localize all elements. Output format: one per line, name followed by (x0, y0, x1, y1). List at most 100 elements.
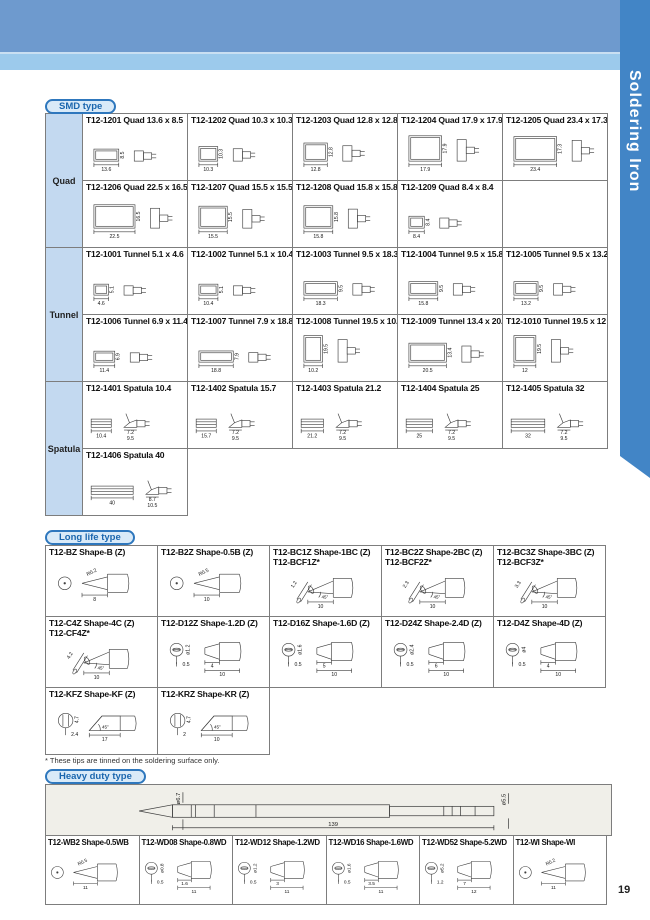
svg-text:13.2: 13.2 (521, 301, 531, 307)
svg-text:4: 4 (210, 664, 213, 670)
cell-title: T12-1405 Spatula 32 (506, 383, 585, 393)
svg-text:9.5: 9.5 (539, 285, 545, 292)
svg-text:R0.2: R0.2 (85, 568, 97, 578)
svg-text:ø1.2: ø1.2 (185, 645, 191, 655)
cell-title: T12-KRZ Shape-KR (Z) (161, 689, 250, 699)
svg-text:40: 40 (109, 501, 115, 507)
svg-text:ø1.2: ø1.2 (252, 863, 258, 873)
section-side-tab: Soldering Iron (620, 0, 650, 478)
empty-cell (381, 687, 494, 755)
svg-text:45°: 45° (97, 666, 104, 671)
cell-title: T12-1006 Tunnel 6.9 x 11.4 (86, 316, 188, 326)
cell-title: T12-1209 Quad 8.4 x 8.4 (401, 182, 494, 192)
svg-text:9.5: 9.5 (339, 436, 346, 441)
cell-title: T12-WD08 Shape-0.8WD (141, 838, 227, 847)
cell-title: T12-C4Z Shape-4C (Z) (49, 618, 135, 628)
tip-diagram: 10.2 19.5 (296, 327, 394, 380)
cell-title: T12-BC2Z Shape-2BC (Z) (385, 547, 483, 557)
cell-title: T12-1002 Tunnel 5.1 x 10.4 (191, 249, 293, 259)
cell-title: T12-B2Z Shape-0.5B (Z) (161, 547, 254, 557)
svg-text:4.6: 4.6 (98, 301, 105, 307)
svg-text:10.2: 10.2 (308, 368, 318, 374)
cell-title-alt: T12-CF4Z* (49, 627, 90, 638)
svg-text:4.7: 4.7 (186, 716, 192, 723)
long-life-type-badge: Long life type (45, 530, 135, 545)
svg-text:17.9: 17.9 (443, 144, 449, 154)
svg-text:10: 10 (443, 672, 449, 678)
cell-title: T12-1003 Tunnel 9.5 x 18.3 (296, 249, 398, 259)
svg-text:8.7: 8.7 (149, 497, 156, 503)
catalog-cell: T12-1207 Quad 15.5 x 15.5 15.5 15.5 (187, 180, 293, 248)
svg-text:1.2: 1.2 (289, 580, 298, 589)
cell-title: T12-1001 Tunnel 5.1 x 4.6 (86, 249, 184, 259)
svg-text:1.2: 1.2 (437, 880, 444, 886)
svg-text:0.5: 0.5 (343, 880, 350, 886)
tinned-footnote: * These tips are tinned on the soldering… (45, 756, 220, 765)
cell-title: T12-1203 Quad 12.8 x 12.8 (296, 115, 398, 125)
cell-title: T12-WB2 Shape-0.5WB (48, 838, 129, 847)
svg-text:15.5: 15.5 (208, 234, 218, 240)
cell-title: T12-1007 Tunnel 7.9 x 18.8 (191, 316, 293, 326)
empty-cell (502, 180, 608, 248)
svg-text:11: 11 (83, 885, 88, 891)
empty-cell (397, 448, 503, 516)
cell-title: T12-1010 Tunnel 19.5 x 12 (506, 316, 606, 326)
cell-title-alt: T12-BCF1Z* (273, 556, 320, 567)
svg-text:20.5: 20.5 (423, 368, 433, 374)
svg-text:0.5: 0.5 (406, 662, 413, 668)
svg-text:9.5: 9.5 (439, 285, 445, 292)
svg-text:7.9: 7.9 (234, 353, 240, 360)
tip-diagram: 13.2 9.5 (506, 260, 604, 313)
cell-title: T12-BZ Shape-B (Z) (49, 547, 126, 557)
cell-title: T12-1402 Spatula 15.7 (191, 383, 277, 393)
svg-text:2.3: 2.3 (401, 580, 410, 589)
cell-title: T12-1207 Quad 15.5 x 15.5 (191, 182, 293, 192)
svg-text:ø0.8: ø0.8 (159, 863, 165, 873)
svg-text:4: 4 (546, 664, 549, 670)
svg-text:22.5: 22.5 (109, 234, 119, 240)
svg-text:19.5: 19.5 (324, 344, 330, 354)
svg-text:11: 11 (191, 889, 196, 895)
svg-text:10.3: 10.3 (219, 149, 225, 159)
svg-text:19.5: 19.5 (537, 344, 543, 354)
cell-title-alt: T12-BCF2Z* (385, 556, 432, 567)
svg-text:15.5: 15.5 (228, 212, 234, 222)
svg-text:ø1.6: ø1.6 (297, 645, 303, 655)
svg-text:9.5: 9.5 (560, 436, 567, 441)
svg-text:7.2: 7.2 (339, 430, 346, 436)
svg-text:45°: 45° (433, 595, 440, 600)
svg-text:13.6: 13.6 (101, 167, 111, 173)
svg-text:R0.5: R0.5 (197, 568, 209, 578)
